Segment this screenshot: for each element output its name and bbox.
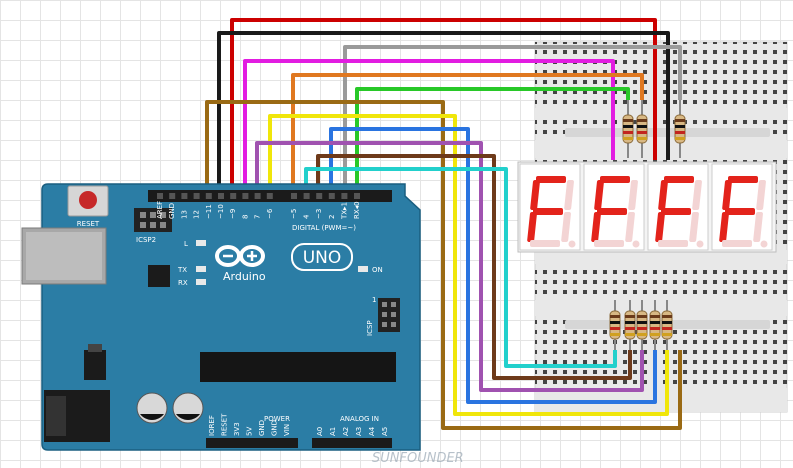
wire-yellow: [268, 114, 669, 416]
pin-label: A0: [316, 427, 324, 436]
resistors: [609, 100, 686, 350]
wire-brown: [205, 100, 682, 430]
wires: [205, 18, 682, 430]
pin-label: 3V3: [233, 422, 241, 436]
model-label: UNO: [303, 248, 342, 268]
resistor: [609, 300, 621, 350]
pin-label: 12: [193, 210, 201, 219]
capacitor-right: [172, 392, 204, 424]
pin-label: AREF: [156, 201, 164, 219]
led-tx-label: TX: [177, 266, 187, 274]
pin-label: 8: [241, 215, 249, 219]
pin-label: VIN: [283, 424, 291, 436]
wire-dark-brown: [316, 154, 632, 380]
digit: [519, 163, 581, 251]
header-pin-hole: [328, 193, 335, 199]
resistor: [661, 300, 673, 350]
pin-label: ~10: [217, 204, 225, 219]
icsp-header: [378, 298, 400, 332]
capacitor-left: [136, 392, 168, 424]
header-pin-hole: [266, 193, 273, 199]
resistor: [624, 300, 636, 350]
pin-label: ~6: [266, 208, 274, 219]
header-pin-hole: [303, 193, 310, 199]
led-l-label: L: [184, 240, 188, 248]
icsp-label: ICSP: [366, 320, 374, 336]
pin-label: RX◂0: [353, 201, 361, 219]
analog-header-label: ANALOG IN: [340, 415, 379, 423]
header-pin-hole: [181, 193, 188, 199]
header-pin-hole: [230, 193, 237, 199]
digit: [711, 163, 773, 251]
pin-label: A5: [381, 427, 389, 436]
analog-header: [312, 438, 392, 448]
wire-gray: [343, 45, 682, 200]
pin-label: GND: [258, 420, 266, 436]
icsp2-header: [134, 208, 172, 232]
pin-label: 7: [254, 215, 262, 219]
wire-black: [217, 31, 670, 200]
header-pin-hole: [218, 193, 224, 199]
header-pin-hole: [291, 193, 297, 199]
watermark: SUNFOUNDER: [372, 451, 464, 466]
header-pin-hole: [341, 193, 348, 199]
reset-label: RESET: [77, 220, 100, 228]
resistor: [636, 300, 648, 350]
header-pin-hole: [193, 193, 200, 199]
header-pin-hole: [354, 193, 360, 199]
led-rx-label: RX: [178, 279, 188, 287]
pin-label: A3: [355, 427, 363, 436]
resistor: [636, 100, 648, 158]
icsp2-label: ICSP2: [136, 236, 156, 244]
pin-label: IOREF: [208, 415, 216, 436]
pin-label: ~9: [229, 209, 237, 219]
power-header: [206, 438, 298, 448]
wire-red: [230, 18, 657, 200]
wire-pink: [243, 59, 615, 200]
brand-label: Arduino: [223, 270, 266, 283]
digital-header-label: DIGITAL (PWM=~): [292, 224, 356, 232]
pin-label: ~11: [205, 204, 213, 219]
wire-purple: [255, 141, 644, 392]
pin-label: TX▸1: [340, 202, 348, 220]
arduino-logo-icon: [215, 245, 265, 267]
power-header-label: POWER: [264, 415, 290, 423]
wire-cyan: [304, 167, 617, 368]
pin-label: 5V: [246, 427, 254, 436]
header-pin-hole: [157, 193, 163, 199]
wire-blue: [329, 127, 657, 404]
seven-segment-display: [517, 161, 777, 253]
resistor: [649, 300, 661, 350]
header-pin-hole: [254, 193, 261, 199]
pin-label: 4: [303, 214, 311, 219]
header-pin-hole: [169, 193, 176, 199]
header-pin-hole: [205, 193, 212, 199]
icsp-pin-number: 1: [372, 296, 376, 304]
resistor: [674, 100, 686, 158]
pin-label: GND: [168, 203, 176, 219]
usb-chip: [148, 265, 170, 287]
pin-label: A2: [342, 427, 350, 436]
pin-label: A1: [329, 427, 337, 436]
header-pin-hole: [242, 193, 249, 199]
voltage-regulator: [84, 350, 106, 380]
digit: [583, 163, 645, 251]
pin-label: ~3: [315, 209, 323, 219]
pin-label: 13: [180, 210, 188, 219]
pin-label: ~5: [290, 209, 298, 219]
microcontroller-chip: [200, 352, 396, 382]
digit: [647, 163, 709, 251]
resistor: [622, 100, 634, 158]
wire-orange: [291, 73, 644, 200]
pin-label: GND: [271, 420, 279, 436]
pin-label: 2: [328, 215, 336, 219]
header-pin-hole: [316, 193, 323, 199]
pin-label: A4: [368, 426, 376, 436]
pin-label: RESET: [221, 413, 229, 436]
on-label: ON: [372, 266, 383, 274]
